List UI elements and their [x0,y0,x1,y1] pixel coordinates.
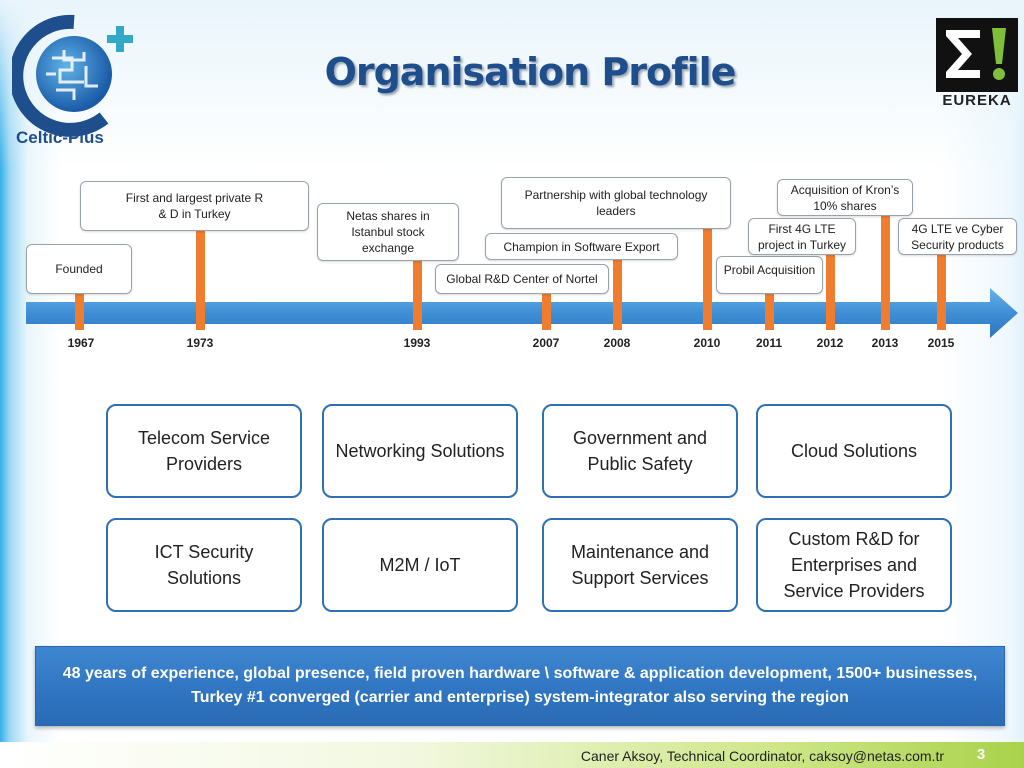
timeline-stem-1967 [75,292,84,330]
timeline-event-stock-exchange: Netas shares in Istanbul stock exchange [317,203,459,261]
timeline-event-kron: Acquisition of Kron’s 10% shares [777,179,913,216]
footer-credit: Caner Aksoy, Technical Coordinator, caks… [580,748,944,764]
slide-background-top [0,0,1024,170]
footer-band [0,742,1024,768]
timeline-event-cyber-security: 4G LTE ve Cyber Security products [898,218,1017,255]
timeline-stem-2008 [613,258,622,330]
page-title: Organisation Profile [324,50,737,94]
eureka-logo-icon [936,18,1018,92]
business-area-card: Telecom Service Providers [106,404,302,498]
celtic-plus-logo-text: Celtic-Plus [16,128,104,147]
timeline-event-probil: Probil Acquisition [716,256,823,294]
timeline-year: 2010 [693,336,721,350]
timeline-event-nortel: Global R&D Center of Nortel [435,264,609,294]
timeline-stem-2013 [881,214,890,330]
page-number: 3 [976,746,986,763]
timeline-stem-2015 [937,254,946,330]
business-area-card: Maintenance and Support Services [542,518,738,612]
timeline-year: 1993 [403,336,431,350]
timeline-year: 1967 [67,336,95,350]
business-area-card: Government and Public Safety [542,404,738,498]
timeline-event-partnership: Partnership with global technology leade… [501,177,731,229]
timeline-event-4g-lte: First 4G LTE project in Turkey [748,218,856,255]
timeline-stem-1973 [196,230,205,330]
business-area-card: Cloud Solutions [756,404,952,498]
timeline-event-first-rd: First and largest private R & D in Turke… [80,181,309,231]
timeline-event-founded: Founded [26,244,132,294]
timeline-year: 2007 [532,336,560,350]
timeline-stem-2007 [542,292,551,330]
timeline-year: 2015 [927,336,955,350]
eureka-logo-text: EUREKA [942,92,1012,109]
business-area-card: M2M / IoT [322,518,518,612]
timeline-year: 1973 [186,336,214,350]
celtic-plus-logo-icon [12,14,133,137]
business-area-card: Networking Solutions [322,404,518,498]
business-area-card: Custom R&D for Enterprises and Service P… [756,518,952,612]
business-area-card: ICT Security Solutions [106,518,302,612]
timeline-year: 2011 [755,336,783,350]
timeline-stem-2012 [826,252,835,330]
timeline-event-software-export: Champion in Software Export [485,233,678,260]
summary-banner: 48 years of experience, global presence,… [35,646,1005,726]
timeline-year: 2013 [871,336,899,350]
timeline-stem-2010 [703,226,712,330]
timeline-stem-1993 [413,259,422,330]
timeline-year: 2012 [816,336,844,350]
timeline-year: 2008 [603,336,631,350]
timeline-stem-2011 [765,292,774,330]
